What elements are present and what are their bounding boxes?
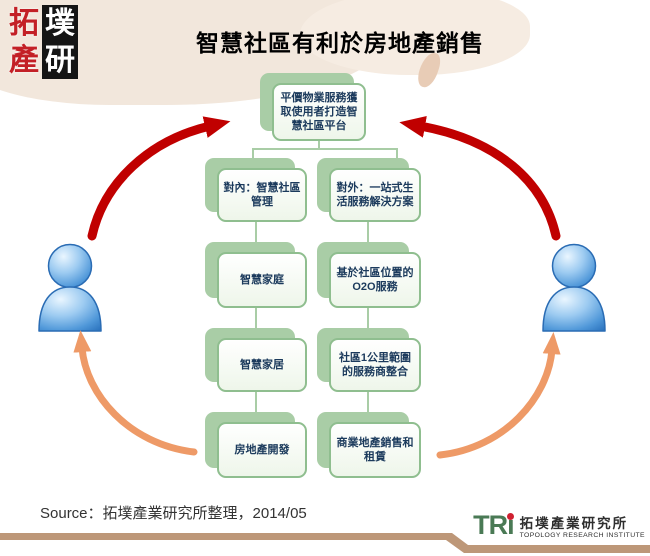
slide-title: 智慧社區有利於房地產銷售 [196, 30, 484, 57]
node-label: 商業地產銷售和租賃 [329, 422, 421, 478]
connector-line [367, 391, 369, 414]
node-label: 社區1公里範圍的服務商整合 [329, 338, 421, 392]
arrow-red-right [399, 116, 561, 241]
brand-logo: 拓 墣 產 研 [6, 5, 78, 79]
node-label: 智慧家居 [217, 338, 307, 392]
node-left-2: 智慧家庭 [205, 242, 307, 308]
tri-i-dot-icon [506, 513, 514, 520]
node-label: 平價物業服務獲取使用者打造智慧社區平台 [272, 83, 366, 141]
tri-wordmark: TRi [473, 512, 514, 539]
person-icon [542, 243, 606, 332]
connector-line [367, 307, 369, 330]
node-right-3: 社區1公里範圍的服務商整合 [317, 328, 421, 392]
brand-char: 墣 [42, 5, 78, 42]
tri-org-name-zh: 拓墣產業研究所 [519, 516, 629, 532]
node-left-3: 智慧家居 [205, 328, 307, 392]
node-right-4: 商業地產銷售和租賃 [317, 412, 421, 478]
arrow-orange-right [436, 332, 561, 459]
person-icon [38, 243, 102, 332]
arrow-red-left [87, 116, 231, 241]
brand-char: 拓 [9, 5, 39, 41]
node-root: 平價物業服務獲取使用者打造智慧社區平台 [260, 73, 366, 141]
node-left-1: 對內：智慧社區管理 [205, 158, 307, 222]
node-label: 對內：智慧社區管理 [217, 168, 307, 222]
map-background [300, 0, 530, 75]
tri-logo: TRi 拓墣產業研究所 TOPOLOGY RESEARCH INSTITUTE [473, 512, 645, 540]
tri-names: 拓墣產業研究所 TOPOLOGY RESEARCH INSTITUTE [520, 512, 645, 539]
node-label: 基於社區位置的O2O服務 [329, 252, 421, 308]
arrow-orange-left [73, 330, 198, 456]
node-label: 對外：一站式生活服務解決方案 [329, 168, 421, 222]
node-right-2: 基於社區位置的O2O服務 [317, 242, 421, 308]
tri-org-name-en: TOPOLOGY RESEARCH INSTITUTE [519, 532, 645, 539]
node-label: 智慧家庭 [217, 252, 307, 308]
source-text: Source：拓墣產業研究所整理，2014/05 [40, 505, 307, 522]
node-label: 房地產開發 [217, 422, 307, 478]
connector-line [255, 391, 257, 414]
node-left-4: 房地產開發 [205, 412, 307, 478]
connector-bracket [252, 148, 398, 150]
connector-stem [318, 141, 320, 149]
connector-line [367, 221, 369, 244]
connector-stub-left [252, 150, 254, 160]
footer-band [0, 533, 650, 553]
brand-char: 產 [9, 42, 39, 78]
connector-line [255, 221, 257, 244]
node-right-1: 對外：一站式生活服務解決方案 [317, 158, 421, 222]
brand-char: 研 [42, 42, 78, 79]
connector-line [255, 307, 257, 330]
connector-stub-right [396, 150, 398, 160]
